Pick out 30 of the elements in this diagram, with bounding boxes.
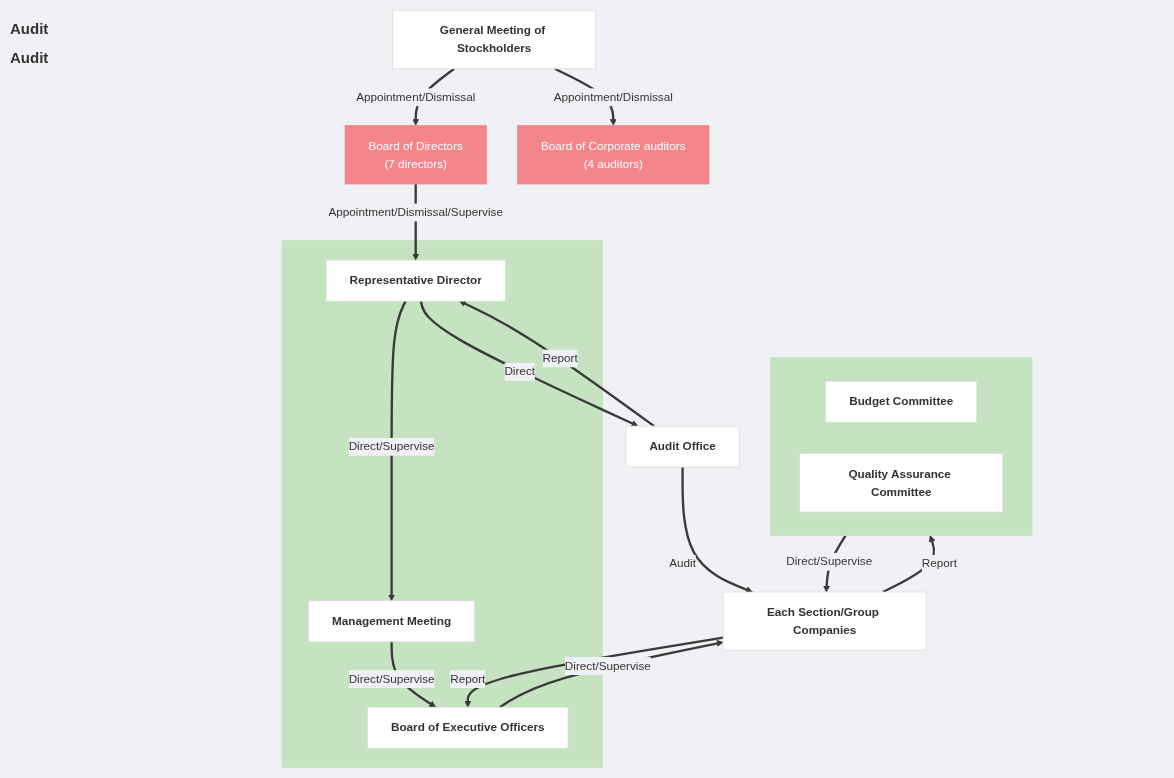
edge-label: Audit	[669, 556, 696, 570]
node-box: Quality Assurance Committee	[799, 453, 1004, 513]
arrow	[459, 300, 655, 428]
edge-label: Direct/Supervise	[348, 439, 435, 453]
node-box: Each Section/Group Companies	[722, 591, 927, 651]
note-label: Audit	[10, 20, 50, 37]
edge-label: Direct	[504, 364, 535, 378]
edge-label: Appointment/Dismissal	[356, 89, 476, 104]
edge-label: Appointment/Dismissal/Supervise	[328, 205, 503, 219]
edge-label: Report	[542, 350, 578, 365]
node-box: Board of Executive Officers	[367, 706, 569, 749]
edge-label: Direct/Supervise	[564, 658, 651, 672]
node-box: Board of Corporate auditors (4 auditors)	[517, 125, 710, 185]
node-box: Board of Directors (7 directors)	[344, 125, 487, 185]
edge-label: Direct/Supervise	[786, 554, 873, 568]
node-box: Representative Director	[325, 259, 506, 302]
arrow	[419, 300, 639, 427]
edge-label: Report	[921, 556, 957, 570]
node-box: Management Meeting	[308, 600, 475, 643]
edge-label: Appointment/Dismissal	[553, 89, 673, 104]
node-box: Budget Committee	[825, 380, 978, 423]
cluster	[770, 357, 1033, 536]
arrow	[681, 467, 753, 593]
edge-label: Direct/Supervise	[348, 671, 435, 685]
note-label: Audit	[10, 49, 50, 66]
arrow	[499, 640, 724, 709]
node-box: General Meeting of Stockholders	[392, 9, 597, 70]
node-box: Audit Office	[625, 425, 740, 468]
edge-label: Report	[450, 671, 486, 685]
arrow	[388, 300, 407, 602]
